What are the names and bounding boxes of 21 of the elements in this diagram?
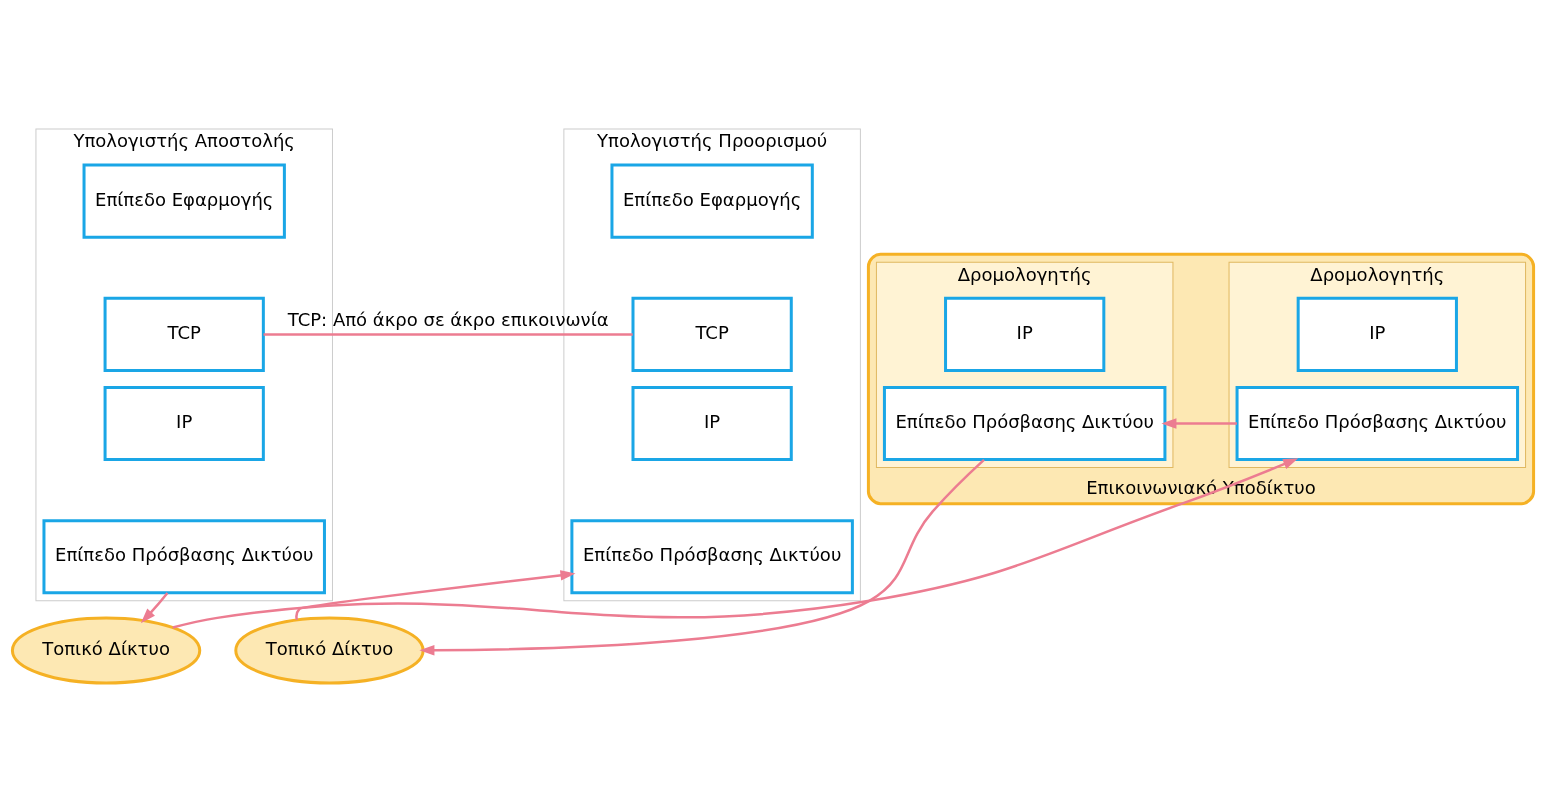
node-box: Επίπεδο Εφαρμογής [610, 163, 814, 239]
node-box: Επίπεδο Πρόσβασης Δικτύου [882, 385, 1167, 461]
arrow [172, 457, 1299, 629]
node-ellipse: Τοπικό Δίκτυο [10, 615, 202, 684]
node-box: IP [1296, 296, 1458, 372]
node-box: Επίπεδο Πρόσβασης Δικτύου [1235, 385, 1520, 461]
node-ellipse: Τοπικό Δίκτυο [234, 615, 425, 684]
arrow [1161, 417, 1237, 429]
arrow [140, 591, 169, 623]
node-box: Επίπεδο Εφαρμογής [82, 163, 286, 239]
connector [263, 332, 633, 336]
arrow [295, 569, 576, 620]
edge-label: TCP: Από άκρο σε άκρο επικοινωνία [287, 308, 609, 330]
node-box: IP [631, 385, 793, 461]
node-box: TCP [103, 296, 265, 372]
node-box: Επίπεδο Πρόσβασης Δικτύου [42, 518, 326, 594]
node-box: TCP [631, 296, 793, 372]
arrow [419, 458, 985, 656]
node-box: IP [944, 296, 1106, 372]
node-box: IP [103, 385, 265, 461]
node-box: Επίπεδο Πρόσβασης Δικτύου [570, 518, 854, 594]
